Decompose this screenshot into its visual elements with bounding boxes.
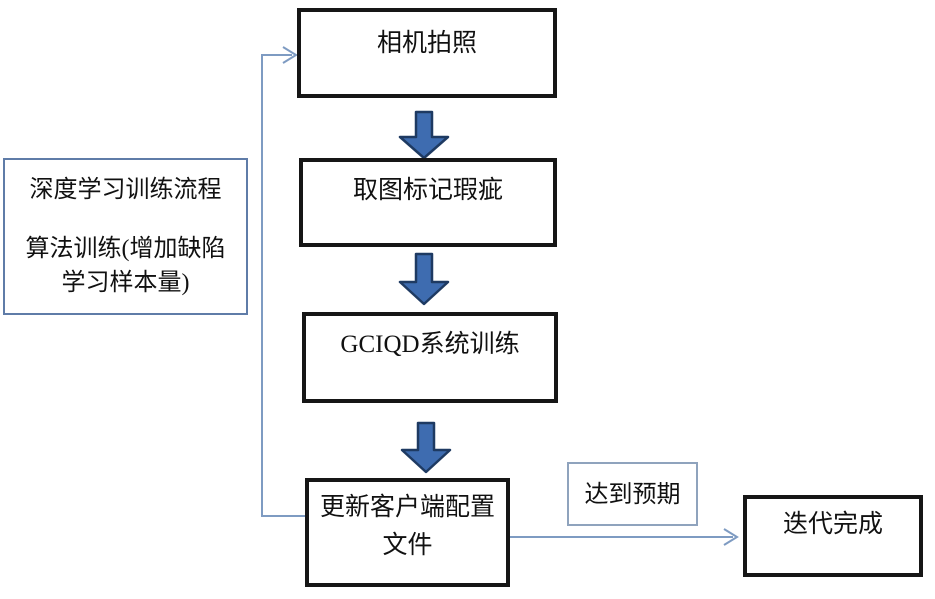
down-arrow-icon-3 [400,421,452,474]
node-camera-capture: 相机拍照 [297,8,557,98]
node-mark-defects: 取图标记瑕疵 [299,158,557,247]
down-arrow-icon-1 [398,110,450,160]
node-iteration-done-label: 迭代完成 [782,511,883,538]
node-camera-capture-label: 相机拍照 [376,30,477,57]
node-iteration-done: 迭代完成 [743,495,923,577]
side-note-line-2: 算法训练(增加缺陷 [25,236,226,262]
side-note-line-1: 深度学习训练流程 [29,177,222,203]
node-update-config-label-line-1: 更新客户端配置 [319,494,495,521]
node-system-training-label: GCIQD系统训练 [340,331,520,358]
down-arrow-icon-2 [398,252,450,306]
edge-label-expected-text: 达到预期 [584,482,681,508]
node-mark-defects-label: 取图标记瑕疵 [352,177,503,204]
feedback-arrowhead-icon [282,46,298,64]
feedback-connector-line [261,54,305,517]
side-note-line-3: 学习样本量) [61,270,190,296]
node-system-training: GCIQD系统训练 [302,312,558,403]
side-note: 深度学习训练流程 算法训练(增加缺陷 学习样本量) [3,158,248,315]
node-update-config: 更新客户端配置 文件 [305,478,510,587]
edge-label-expected: 达到预期 [567,462,698,526]
node-update-config-label-line-2: 文件 [382,532,433,559]
done-arrowhead-icon [723,528,739,546]
